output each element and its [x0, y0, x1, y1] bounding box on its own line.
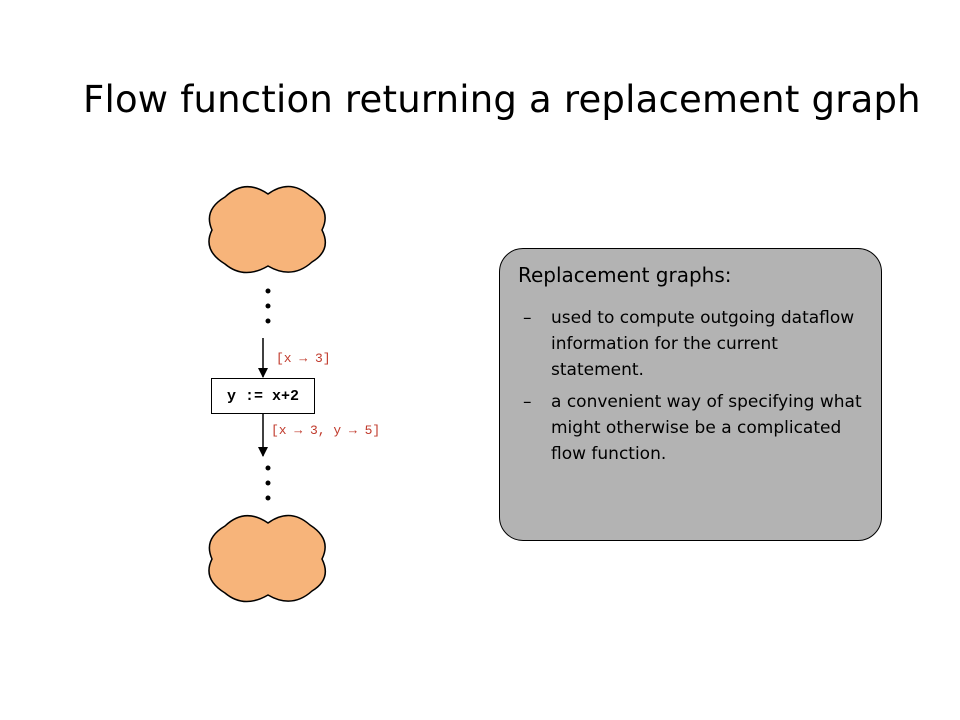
dash-icon: – [523, 308, 532, 328]
cloud-top [208, 185, 327, 274]
incoming-dataflow-label: [x → 3] [276, 351, 331, 366]
statement-node: y := x+2 [211, 378, 315, 414]
slide-title: Flow function returning a replacement gr… [83, 78, 921, 121]
ellipsis-bottom [265, 465, 271, 501]
note-bullet-text: a convenient way of specifying what migh… [551, 392, 862, 464]
replacement-graphs-note: Replacement graphs: – used to compute ou… [499, 248, 882, 541]
dash-icon: – [523, 392, 532, 412]
note-bullet-item: – used to compute outgoing dataflow info… [523, 305, 868, 383]
note-bullet-list: – used to compute outgoing dataflow info… [523, 305, 868, 473]
note-heading: Replacement graphs: [518, 263, 732, 287]
note-bullet-text: used to compute outgoing dataflow inform… [551, 308, 855, 380]
cloud-bottom [208, 514, 327, 603]
note-bullet-item: – a convenient way of specifying what mi… [523, 389, 868, 467]
outgoing-dataflow-label: [x → 3, y → 5] [271, 423, 381, 438]
ellipsis-top [265, 288, 271, 324]
